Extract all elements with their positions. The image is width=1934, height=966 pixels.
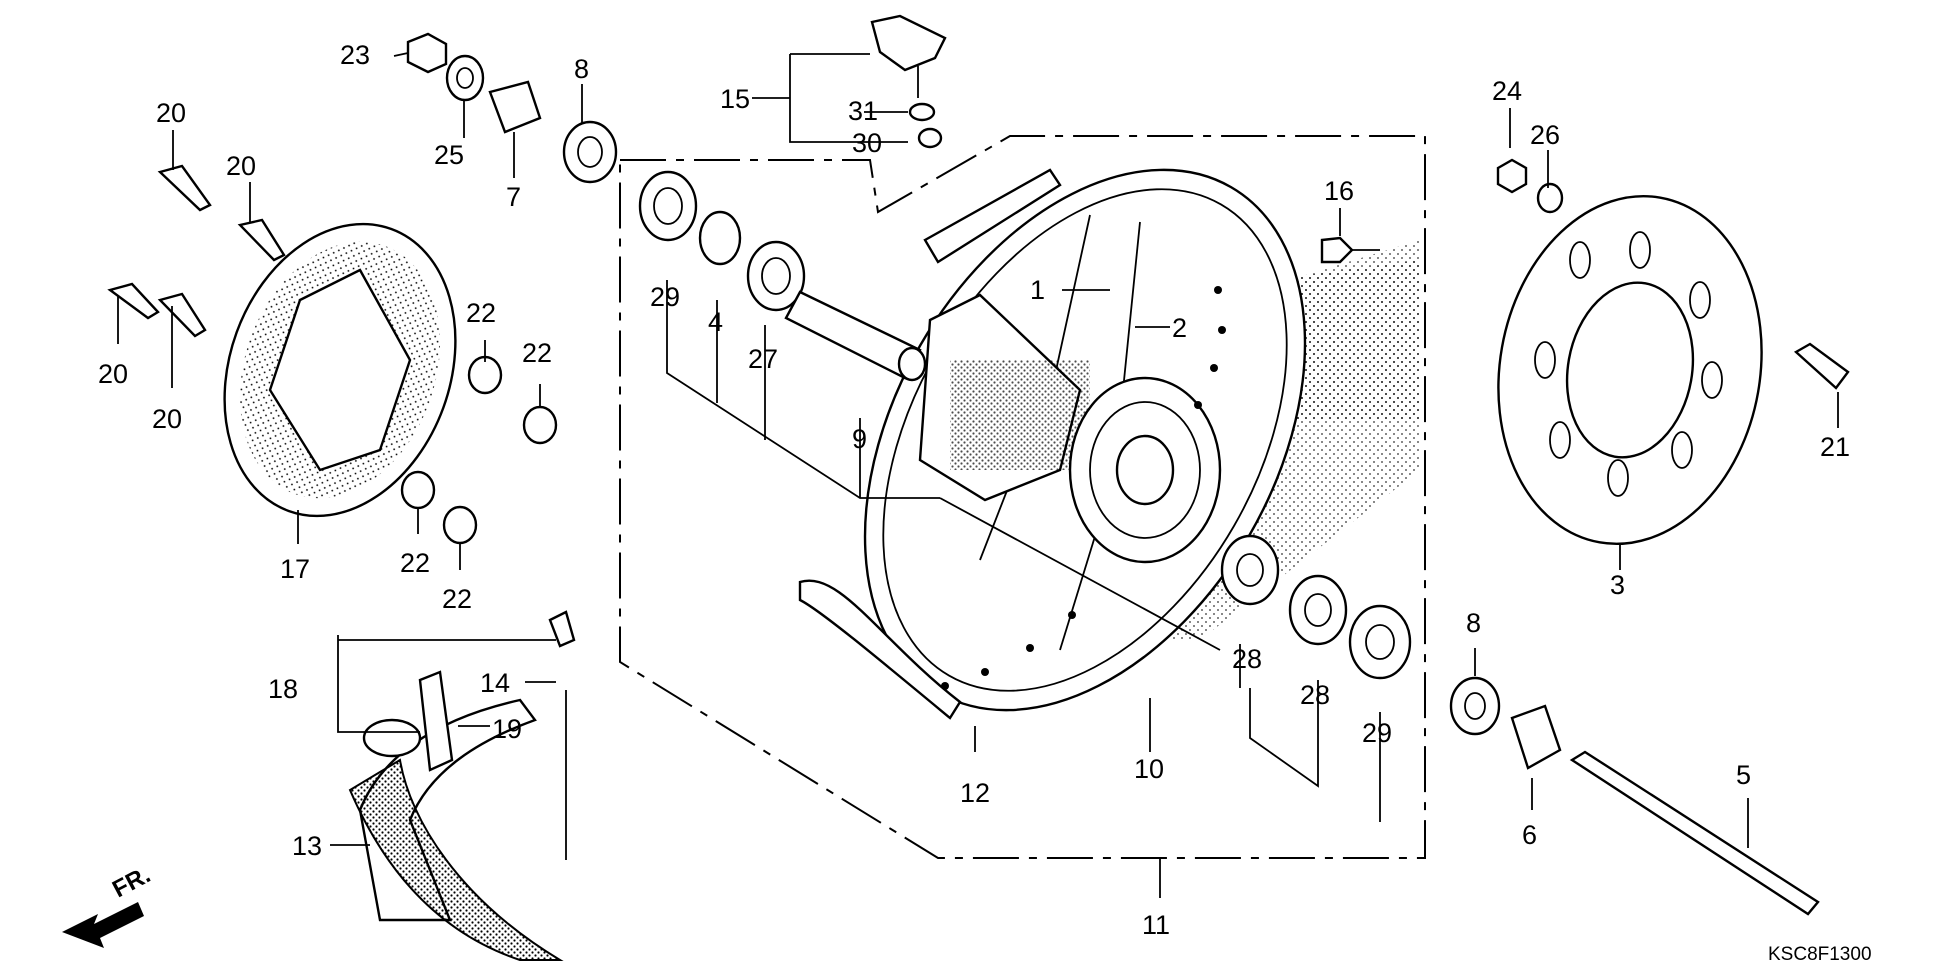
callout-21: 21 <box>1820 432 1850 462</box>
callout-23: 23 <box>340 40 370 70</box>
callout-19: 19 <box>492 714 522 744</box>
callout-24: 24 <box>1492 76 1522 106</box>
valve-cap <box>1320 236 1380 264</box>
brake-disc <box>223 222 457 518</box>
wheel-illustration <box>798 168 1420 720</box>
callout-26: 26 <box>1530 120 1560 150</box>
callout-22-a: 22 <box>466 298 496 328</box>
callout-2: 2 <box>1172 313 1187 343</box>
axle-side-parts-right <box>1449 676 1820 916</box>
callout-29-b: 29 <box>1362 718 1392 748</box>
callout-5: 5 <box>1736 760 1751 790</box>
callout-20-b: 20 <box>226 151 256 181</box>
callout-20-c: 20 <box>98 359 128 389</box>
callout-28-a: 28 <box>1232 644 1262 674</box>
axle-side-parts-left <box>406 32 618 184</box>
callout-8-right: 8 <box>1466 608 1481 638</box>
callout-22-d: 22 <box>442 584 472 614</box>
callout-30: 30 <box>852 128 882 158</box>
callout-6: 6 <box>1522 820 1537 850</box>
callout-16: 16 <box>1324 176 1354 206</box>
callout-10: 10 <box>1134 754 1164 784</box>
callout-22-b: 22 <box>522 338 552 368</box>
sprocket-fasteners <box>1496 158 1850 390</box>
callout-9: 9 <box>852 424 867 454</box>
assembly-boundary <box>619 135 1426 859</box>
callout-4: 4 <box>708 307 723 337</box>
callout-11: 11 <box>1142 910 1170 940</box>
callout-labels: 1 2 3 4 5 6 7 8 8 9 10 11 12 13 14 15 16… <box>98 40 1850 940</box>
callout-3: 3 <box>1610 570 1625 600</box>
callout-20-d: 20 <box>152 404 182 434</box>
callout-27: 27 <box>748 344 778 374</box>
diagram-code: KSC8F1300 <box>1768 944 1872 965</box>
leader-lines <box>117 52 1839 898</box>
callout-22-c: 22 <box>400 548 430 578</box>
callout-17: 17 <box>280 554 310 584</box>
callout-14: 14 <box>480 668 510 698</box>
callout-29-a: 29 <box>650 282 680 312</box>
callout-25: 25 <box>434 140 464 170</box>
right-bearing-set <box>1220 534 1412 680</box>
callout-18: 18 <box>268 674 298 704</box>
front-direction-arrow <box>62 902 144 948</box>
callout-15: 15 <box>720 84 750 114</box>
disc-bolts <box>107 164 286 338</box>
front-direction-label: FR. <box>108 861 155 903</box>
callout-8-top: 8 <box>574 54 589 84</box>
chain-puller-top <box>870 14 947 149</box>
callout-28-b: 28 <box>1300 680 1330 710</box>
callout-13: 13 <box>292 831 322 861</box>
callout-31: 31 <box>848 96 878 126</box>
sprocket <box>1497 194 1763 546</box>
callout-1: 1 <box>1030 275 1045 305</box>
callout-7: 7 <box>506 182 521 212</box>
tire-and-tube <box>348 610 576 961</box>
callout-20-a: 20 <box>156 98 186 128</box>
left-bearing-set <box>638 170 927 382</box>
callout-12: 12 <box>960 778 990 808</box>
